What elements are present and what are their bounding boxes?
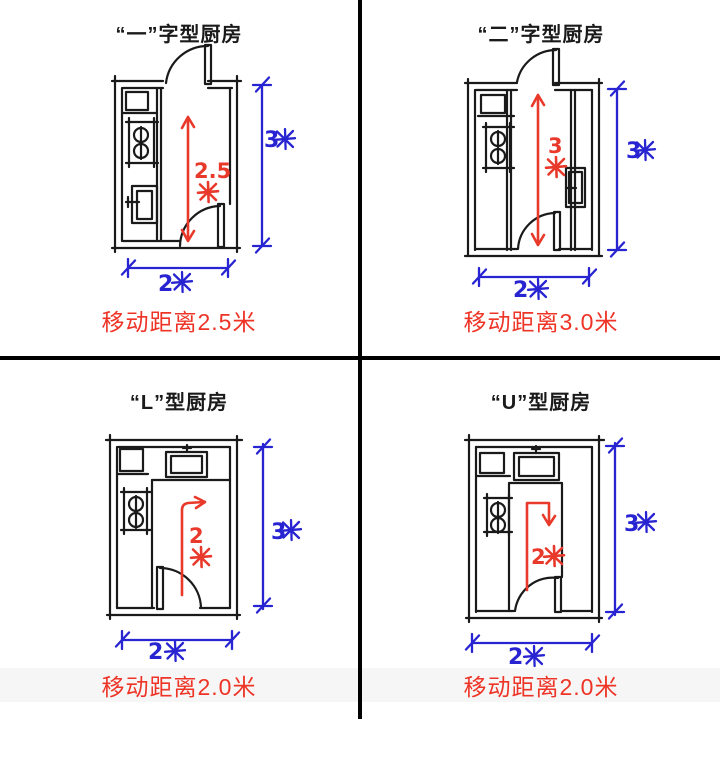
movement-distance-label: 2: [531, 544, 566, 569]
move-distance-value: 3: [548, 134, 563, 158]
move-distance-caption: 移动距离2.0米: [362, 668, 720, 702]
mi-unit-glyph: [279, 518, 303, 542]
height-dim-value: 3: [624, 512, 639, 537]
mi-unit-glyph: [273, 127, 297, 151]
move-distance-value: 2.5: [194, 159, 231, 183]
mi-unit-glyph: [189, 545, 213, 569]
appliance: [564, 166, 587, 209]
counter: [150, 478, 232, 610]
sink: [164, 443, 209, 479]
counter-right: [569, 88, 577, 252]
door-top: [164, 43, 213, 86]
quadrant-u-shape-kitchen: “U”型厨房: [362, 360, 720, 774]
move-distance-value: 2: [189, 524, 204, 548]
quadrant-title: “L”型厨房: [129, 392, 229, 414]
move-distance-caption: 移动距离2.5米: [101, 309, 257, 335]
height-dimension: 3: [604, 437, 658, 620]
sink: [124, 184, 159, 225]
sink: [512, 444, 561, 482]
shelf: [475, 451, 512, 478]
move-distance-caption: 移动距离2.0米: [0, 668, 358, 702]
width-dimension: 2: [471, 266, 598, 303]
floor-plan-two-line: 3 3 2: [463, 47, 657, 303]
mi-unit-glyph: [526, 277, 550, 301]
mi-unit-glyph: [544, 155, 568, 179]
width-dimension: 2: [120, 257, 237, 297]
floor-plan-u-shape: 2 3 2: [463, 433, 658, 670]
width-dim-value: 2: [158, 272, 173, 297]
quadrant-l-shape-kitchen: “L”型厨房: [0, 360, 358, 774]
stove: [124, 116, 160, 169]
move-distance-caption: 移动距离3.0米: [463, 309, 619, 335]
walls: [104, 433, 244, 621]
quadrant-title: “U”型厨房: [490, 392, 592, 414]
door-bottom: [155, 565, 203, 611]
mi-unit-glyph: [542, 544, 566, 568]
stove: [119, 486, 153, 536]
mi-unit-glyph: [633, 138, 657, 162]
mi-unit-glyph: [196, 180, 220, 204]
floor-plan-l-shape: 2 3 2: [104, 433, 303, 665]
floor-plan-one-line: 2.5 3 2: [110, 43, 297, 297]
movement-arrow: [525, 501, 557, 592]
movement-distance-label: 3: [544, 134, 568, 179]
width-dim-value: 2: [508, 645, 523, 670]
width-dimension: 2: [464, 632, 601, 670]
movement-distance-label: 2.5: [194, 159, 231, 204]
stove: [482, 492, 514, 538]
door-bottom: [516, 210, 562, 252]
walls: [463, 433, 606, 624]
mi-unit-glyph: [634, 510, 658, 534]
width-dim-value: 2: [148, 640, 163, 665]
height-dimension: 3: [606, 80, 657, 258]
quadrant-title: “一”字型厨房: [115, 24, 243, 46]
quadrant-one-line-kitchen: “一”字型厨房: [0, 0, 358, 356]
width-dim-value: 2: [513, 278, 528, 303]
move-distance-value: 2: [531, 545, 546, 569]
stove: [481, 121, 516, 174]
height-dim-value: 3: [271, 520, 286, 545]
door-top: [515, 47, 561, 87]
height-dim-value: 3: [264, 128, 279, 153]
movement-arrow: [530, 93, 546, 247]
shelf: [476, 93, 516, 118]
shelf: [115, 447, 150, 476]
door-bottom: [178, 202, 226, 249]
door-bottom: [513, 575, 563, 614]
movement-arrow: [180, 495, 207, 597]
shelf: [121, 90, 159, 115]
height-dimension: 3: [251, 76, 297, 254]
quadrant-title: “二”字型厨房: [477, 24, 605, 46]
mi-unit-glyph: [170, 270, 194, 294]
movement-arrow: [180, 115, 196, 243]
height-dimension: 3: [252, 438, 303, 614]
movement-distance-label: 2: [189, 524, 213, 569]
width-dimension: 2: [114, 629, 241, 665]
grid-divider-horizontal: [0, 356, 720, 360]
quadrant-two-line-kitchen: “二”字型厨房: [362, 0, 720, 356]
mi-unit-glyph: [163, 639, 187, 663]
mi-unit-glyph: [522, 644, 546, 668]
